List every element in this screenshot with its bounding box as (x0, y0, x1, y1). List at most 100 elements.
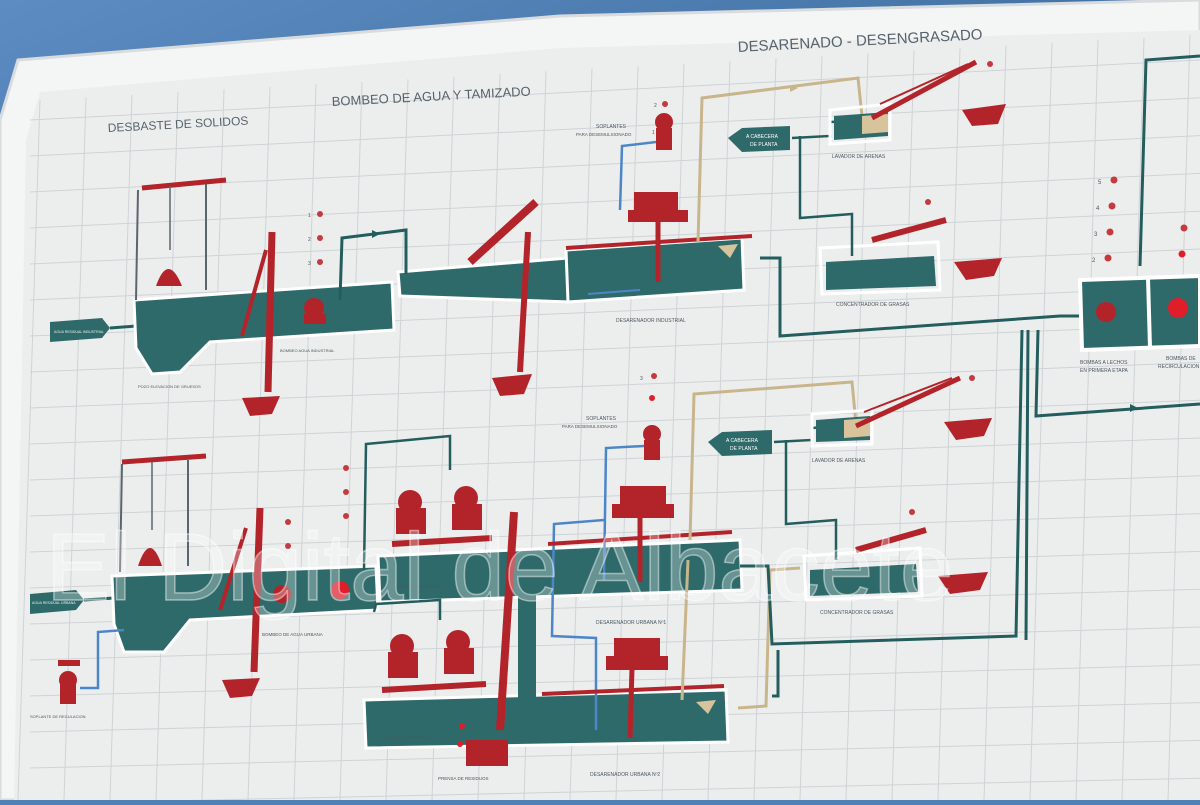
label-soplantes-2: SOPLANTES (586, 416, 617, 422)
inlet-industrial-label: AGUA RESIDUAL INDUSTRIAL (54, 330, 104, 334)
label-cabecera-1a: A CABECERA (746, 134, 779, 140)
grid-line (17, 99, 41, 801)
grid-line (707, 60, 731, 801)
label-bombas-lechos-a: BOMBAS A LECHOS (1080, 360, 1128, 366)
pipe-tamices-feed-2 (372, 598, 442, 620)
label-desarenador-urbana-2: DESARENADOR URBANA Nº2 (590, 772, 660, 778)
channel-urbana (110, 564, 380, 654)
grid-line (29, 97, 1200, 157)
label-tamices-urbana-2: TAMICES URBANA Nº2 (384, 734, 433, 739)
pump-bombas-lechos (1096, 302, 1116, 322)
screw-conveyor-urbana (218, 507, 264, 698)
grid-line (29, 361, 1200, 409)
grid-line (29, 475, 1200, 517)
grid-line (29, 739, 1200, 769)
pump-industrial-base (304, 314, 326, 324)
lamp-number-2a: 2 (1092, 258, 1096, 264)
label-desarenador-urbana-1: DESARENADOR URBANA Nº1 (596, 620, 666, 626)
arrow-outlet-right (1130, 404, 1138, 412)
pump-industrial (304, 298, 324, 318)
pipe-outlet-right (1034, 329, 1200, 418)
channel-urbana-2 (376, 538, 744, 604)
pipe-air-urbana-2 (550, 518, 605, 730)
label-bombas-recirc-b: RECIRCULACION (1158, 364, 1200, 370)
label-tamices-urbana-1: TAMICES URBANA Nº1 (396, 584, 445, 589)
label-concentrador-2: CONCENTRADOR DE GRASAS (820, 610, 894, 616)
inlet-industrial-pipe (109, 324, 137, 330)
crane-grab-industrial (135, 177, 227, 301)
grid-line (615, 66, 639, 801)
pipe-sand-industrial (696, 76, 864, 243)
lamp-number-1: 1 (308, 213, 311, 219)
grid-line (1167, 34, 1191, 801)
soplante-number-3: 3 (640, 376, 643, 382)
label-lavador-2: LAVADOR DE ARENAS (812, 458, 866, 464)
label-soplantes-1: SOPLANTES (596, 124, 627, 130)
grid-line (155, 92, 179, 801)
label-bombas-recirc-a: BOMBAS DE (1166, 356, 1196, 362)
pump-urbana-2 (331, 581, 349, 599)
indicator-lamps-urbana-1 (285, 465, 349, 549)
inlet-urbana-label: AGUA RESIDUAL URBANA (32, 601, 76, 605)
indicator-lamps-industrial-pumps (317, 211, 323, 265)
label-desarenador-industrial: DESARENADOR INDUSTRIAL (616, 318, 686, 324)
pipe-air-industrial (618, 140, 657, 211)
bridge-desarenador-industrial (565, 192, 753, 282)
pump-urbana-1 (273, 585, 291, 603)
pipe-sand-urbana-3 (737, 566, 801, 710)
pipe-outlet-industrial (760, 256, 1080, 338)
lavador-arenas-1 (828, 59, 1006, 146)
arrow-pipe-1 (372, 230, 380, 238)
label-lavador-1: LAVADOR DE ARENAS (832, 154, 886, 160)
pipe-sand-urbana (688, 380, 858, 541)
lamp-number-3a: 3 (1094, 232, 1098, 238)
label-bombeo-urbana: BOMBEO DE AGUA URBANA (262, 632, 323, 637)
prensa-residuos (466, 511, 518, 766)
crane-grab-urbana (119, 453, 207, 573)
grid-line (29, 210, 1200, 265)
tag-a-cabecera-2 (708, 430, 772, 456)
grid-line (1075, 40, 1099, 801)
concentrador-grasas-2 (802, 509, 988, 602)
lavador-arenas-2 (810, 375, 992, 448)
lamp-number-5a: 5 (1098, 180, 1102, 186)
pumping-well-tank (1077, 273, 1200, 353)
inlet-urbana-tag (30, 590, 84, 614)
grid-line (983, 45, 1007, 801)
label-tamiz: TAMIZ (458, 292, 470, 297)
label-pozo-gruesos-1: POZO ELEVACION DE GRUESOS (138, 384, 201, 389)
lamp-number-2: 2 (308, 237, 311, 243)
label-desemulsionado-2: PARA DESEMULSIONADO (562, 424, 618, 429)
grid-line (109, 94, 133, 801)
inlet-urbana-pipe (83, 596, 115, 602)
grid-line (201, 89, 225, 801)
grid-line (293, 84, 317, 801)
pipe-riser-center (1024, 329, 1030, 641)
label-cabecera-2b: DE PLANTA (730, 446, 758, 452)
label-cabecera-1b: DE PLANTA (750, 142, 778, 148)
grid-line (1121, 37, 1145, 801)
grid-line (569, 68, 593, 801)
channel-industrial (132, 280, 396, 376)
grid-line (29, 437, 1200, 481)
lamp-number-4a: 4 (1096, 206, 1100, 212)
bridge-desarenador-urbana-1 (547, 486, 733, 582)
grid-line (29, 664, 1200, 697)
pumping-well-divider (1146, 277, 1152, 349)
concentrador-grasas-1 (818, 199, 1002, 296)
pipe-sand-urbana-2 (680, 559, 690, 701)
pipe-tamices-feed-1 (362, 434, 452, 571)
grid-line (29, 324, 1200, 373)
grid-line (29, 513, 1200, 553)
pipe-grasas-2 (784, 440, 838, 560)
pipe-outlet-urbana (740, 329, 1024, 646)
grid-line (477, 73, 501, 801)
grid-line (29, 59, 1200, 121)
pipe-outlet-urbana-b (772, 650, 780, 698)
label-bombas-lechos-b: EN PRIMERA ETAPA (1080, 368, 1129, 374)
soplante-number-2: 2 (654, 103, 657, 109)
tamices-urbana-1 (391, 486, 493, 547)
label-bombeo-industrial: BOMBEO AGUA INDUSTRIAL (280, 348, 335, 353)
